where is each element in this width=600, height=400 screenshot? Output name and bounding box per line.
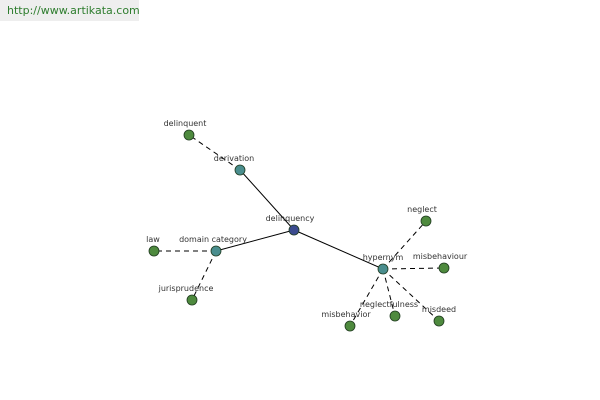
node-label-misbehaviour: misbehaviour — [413, 252, 468, 261]
node-delinquency[interactable]: delinquency — [266, 214, 315, 236]
node-neglectfulness[interactable]: neglectfulness — [360, 300, 418, 322]
nodes-layer: delinquency derivation domain category hype… — [146, 119, 468, 332]
edge-hypernym-misbehavior — [349, 268, 384, 327]
node-label-law: law — [146, 235, 160, 244]
edge-hypernym-neglectfulness — [382, 268, 396, 317]
node-misbehaviour[interactable]: misbehaviour — [413, 252, 468, 274]
node-label-jurisprudence: jurisprudence — [158, 284, 214, 293]
node-marker-neglect[interactable] — [420, 215, 432, 227]
edge-delinquency-domain_category — [215, 229, 295, 252]
edge-hypernym-neglect — [382, 220, 427, 270]
node-marker-domain_category[interactable] — [210, 245, 222, 257]
node-label-delinquent: delinquent — [164, 119, 207, 128]
node-derivation[interactable]: derivation — [214, 154, 254, 176]
node-label-derivation: derivation — [214, 154, 254, 163]
node-marker-misbehaviour[interactable] — [438, 262, 450, 274]
node-label-neglect: neglect — [407, 205, 437, 214]
node-marker-law[interactable] — [148, 245, 160, 257]
edge-delinquency-derivation — [239, 169, 295, 231]
node-marker-misbehavior[interactable] — [344, 320, 356, 332]
edge-delinquency-hypernym — [293, 229, 384, 270]
node-label-domain_category: domain category — [179, 235, 247, 244]
node-delinquent[interactable]: delinquent — [164, 119, 207, 141]
node-marker-hypernym[interactable] — [377, 263, 389, 275]
edge-derivation-delinquent — [188, 134, 241, 171]
edge-hypernym-misbehaviour — [382, 267, 445, 270]
node-domain_category[interactable]: domain category — [179, 235, 247, 257]
node-law[interactable]: law — [146, 235, 160, 257]
node-label-delinquency: delinquency — [266, 214, 315, 223]
node-misdeed[interactable]: misdeed — [422, 305, 456, 327]
node-misbehavior[interactable]: misbehavior — [321, 310, 371, 332]
node-marker-derivation[interactable] — [234, 164, 246, 176]
node-jurisprudence[interactable]: jurisprudence — [158, 284, 214, 306]
node-label-misbehavior: misbehavior — [321, 310, 371, 319]
node-neglect[interactable]: neglect — [407, 205, 437, 227]
node-label-hypernym: hypernym — [363, 253, 404, 262]
node-marker-neglectfulness[interactable] — [389, 310, 401, 322]
node-marker-delinquent[interactable] — [183, 129, 195, 141]
node-hypernym[interactable]: hypernym — [363, 253, 404, 275]
node-marker-delinquency[interactable] — [288, 224, 300, 236]
node-marker-misdeed[interactable] — [433, 315, 445, 327]
node-label-misdeed: misdeed — [422, 305, 456, 314]
edge-domain_category-jurisprudence — [191, 250, 217, 301]
node-label-neglectfulness: neglectfulness — [360, 300, 418, 309]
edges-layer — [154, 134, 445, 327]
node-marker-jurisprudence[interactable] — [186, 294, 198, 306]
source-url-banner[interactable]: http://www.artikata.com — [0, 0, 140, 21]
edge-hypernym-misdeed — [382, 268, 440, 322]
